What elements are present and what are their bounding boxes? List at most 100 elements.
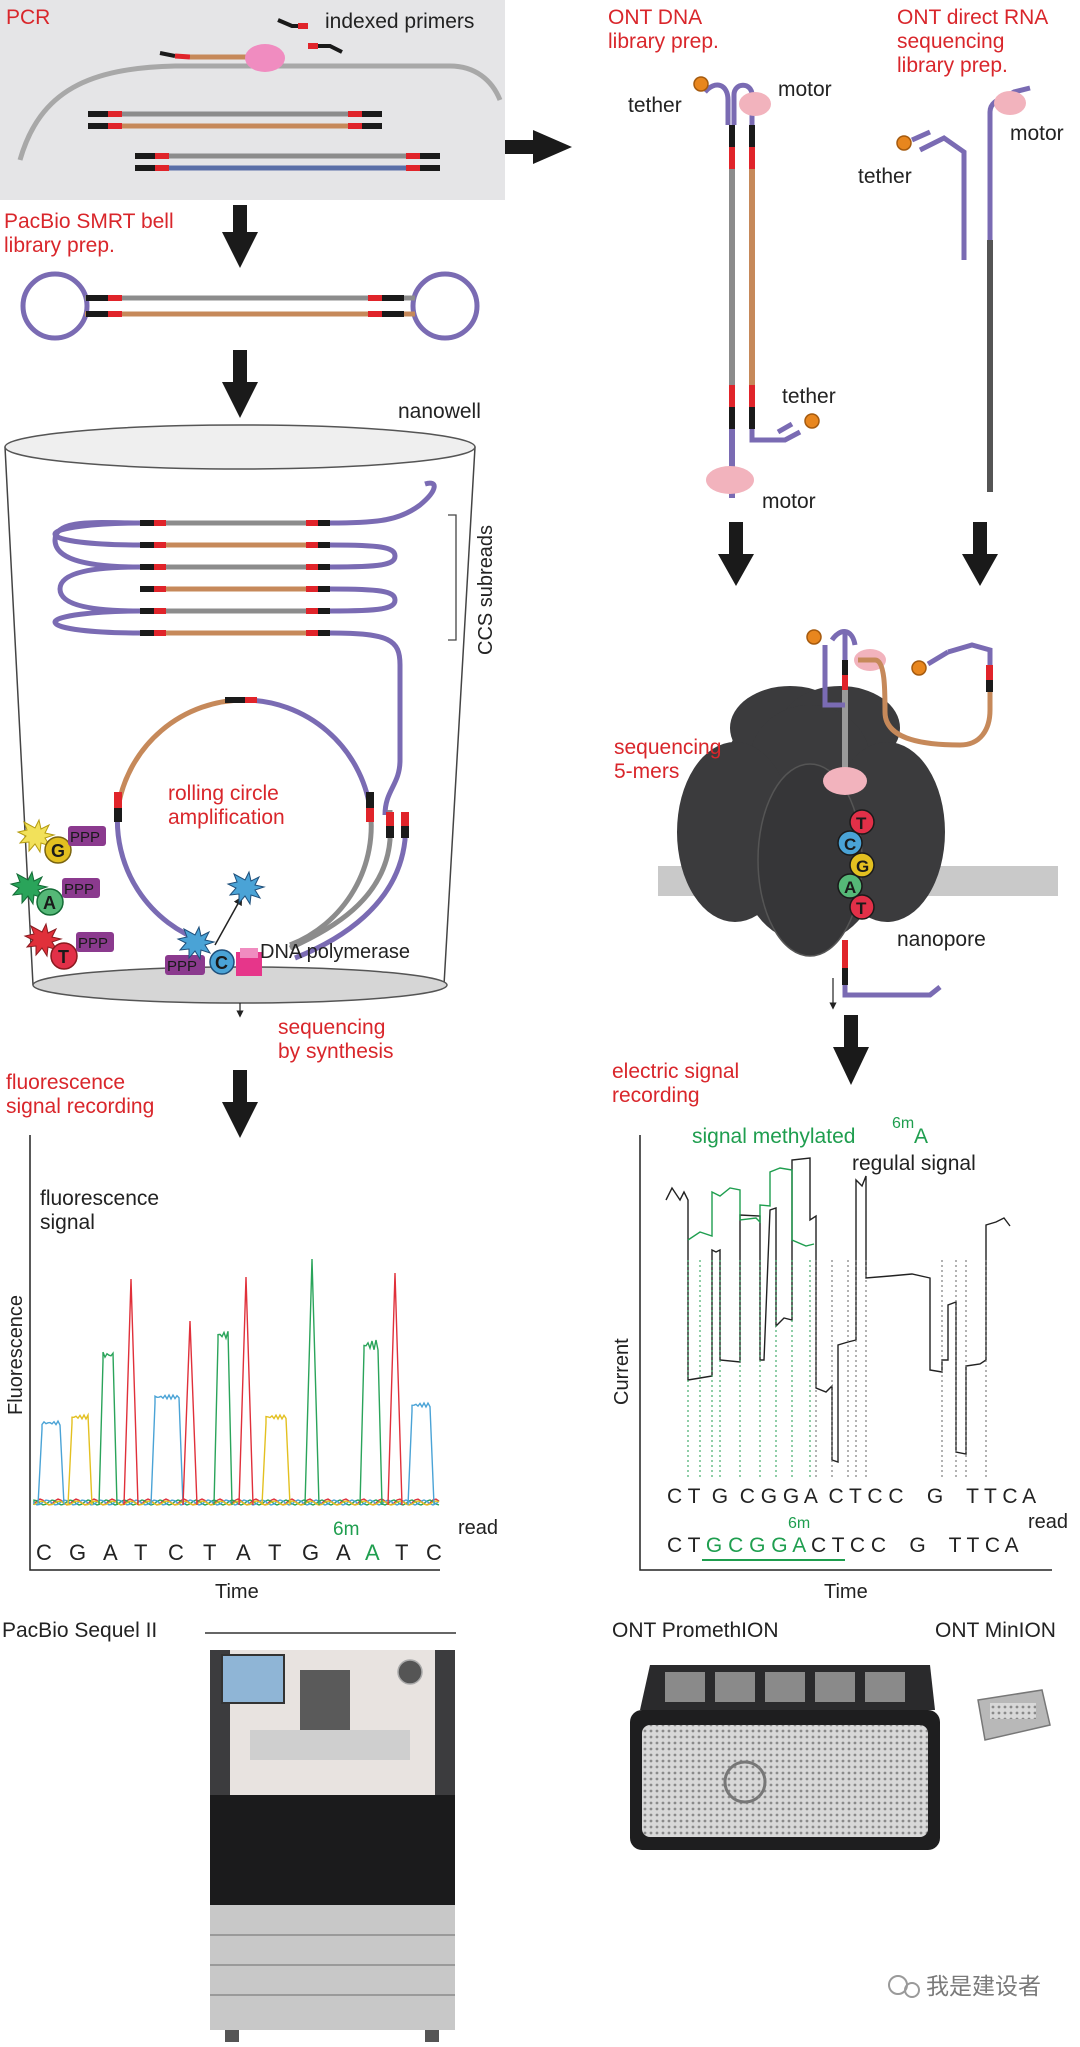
smrtbell-construct: [20, 271, 480, 341]
fluorescence-trace: [387, 1272, 403, 1506]
pcr-title: PCR: [6, 6, 50, 29]
fluor-legend-line1: fluorescence: [40, 1187, 159, 1210]
fluorescence-trace: [304, 1258, 320, 1506]
pcr-template-strand: [17, 63, 503, 161]
ont-dna-prep: ONT DNA library prep. tether motor tethe…: [608, 6, 836, 513]
pore-base-5: T: [856, 899, 867, 918]
arrow-nanopore-down: [833, 1015, 869, 1085]
nanopore-seq-line1: sequencing: [614, 736, 721, 759]
read-base: A: [365, 1540, 380, 1565]
ont-dna-motor-bottom: motor: [762, 490, 816, 513]
svg-text:PPP: PPP: [167, 958, 197, 975]
read-base: A: [236, 1540, 251, 1565]
nucleotide-a-letter: A: [43, 893, 56, 913]
read-base: C: [426, 1540, 442, 1565]
nucleotide-a-tag: PPP: [64, 881, 94, 898]
ccs-subreads-label: CCS subreads: [475, 525, 497, 655]
row2-prefix: C T: [667, 1534, 706, 1557]
pore-base-1: T: [856, 814, 867, 833]
minion-label: ONT MinION: [935, 1619, 1056, 1642]
tether-bead-top: [693, 76, 709, 92]
pore-tether-bead: [806, 629, 822, 645]
tether-bead-bottom: [804, 413, 820, 429]
read-base: T: [268, 1540, 281, 1565]
current-read-row1: C T G C G G A C T C C G T T C A: [667, 1485, 1036, 1508]
row2-suffix: C T C C G T T C A: [805, 1534, 1019, 1557]
current-traces: [665, 1157, 1011, 1478]
fluorescence-trace: [407, 1401, 435, 1506]
nucleotide-g-letter: G: [51, 841, 65, 861]
read-base: A: [103, 1540, 118, 1565]
minion-instrument: [977, 1689, 1051, 1741]
released-dye-star: [226, 870, 266, 906]
current-read-label: read: [1028, 1511, 1068, 1533]
nanowell-label: nanowell: [398, 400, 481, 423]
ont-dna-title-line1: ONT DNA: [608, 6, 702, 29]
ont-rna-tether: tether: [858, 165, 912, 188]
polymerase-blob: [245, 44, 285, 72]
ccs-subreads: [52, 480, 437, 816]
ccs-bracket: [448, 514, 457, 641]
current-plot: electric signal recording signal methyla…: [611, 1060, 1068, 1603]
watermark-text: 我是建设者: [926, 1973, 1041, 1999]
ccs-strand-5: [140, 608, 330, 614]
fluorescence-trace: [123, 1278, 139, 1506]
fluorescence-trace: [359, 1339, 383, 1506]
rolling-circle: rolling circle amplification: [114, 697, 409, 961]
ont-rna-title-line2: sequencing: [897, 30, 1004, 53]
arrow-pcr-down: [222, 205, 258, 268]
nucleotide-g-tag: PPP: [70, 829, 100, 846]
arrow-sbs-down: [222, 1070, 258, 1138]
fluor-read-label: read: [458, 1517, 498, 1539]
pore-base-3: G: [856, 857, 869, 876]
arrow-pcr-to-ont: [505, 130, 572, 164]
ont-rna-title-line1: ONT direct RNA: [897, 6, 1048, 29]
ont-dna-title-line2: library prep.: [608, 30, 719, 53]
rca-label-line1: rolling circle: [168, 782, 279, 805]
fluor-mod-label: 6m: [333, 1519, 359, 1540]
sequel-instrument: [210, 1650, 455, 2042]
nanowell: nanowell: [4, 400, 497, 1063]
read-base: G: [69, 1540, 86, 1565]
ont-dna-tether-top: tether: [628, 94, 682, 117]
polymerase-label: DNA polymerase: [260, 941, 410, 963]
nanopore-label: nanopore: [897, 928, 986, 951]
read-base: T: [395, 1540, 408, 1565]
read-base: A: [336, 1540, 351, 1565]
arrow-ont-dna-down: [718, 522, 754, 586]
rna-tether-bead: [896, 135, 912, 151]
current-header-line1: electric signal: [612, 1060, 739, 1083]
ccs-strand-1: [140, 520, 330, 526]
sbs-label-line1: sequencing: [278, 1016, 385, 1039]
promethion-label: ONT PromethION: [612, 1619, 778, 1642]
ccs-strand-2: [140, 542, 330, 548]
nucleotide-t: T PPP: [23, 922, 114, 970]
fluorescence-trace: [37, 1419, 65, 1506]
pcr-panel: PCR indexed primers: [0, 0, 505, 200]
instruments: PacBio Sequel II ONT PromethION ONT MinI…: [2, 1619, 1056, 2042]
read-base: T: [203, 1540, 216, 1565]
ont-rna-motor: motor: [1010, 122, 1064, 145]
read-base: T: [134, 1540, 147, 1565]
regular-signal-label: regulal signal: [852, 1152, 976, 1175]
motor-top: [739, 92, 771, 116]
methyl-signal-base: A: [914, 1125, 928, 1148]
bound-dye-star: [176, 925, 216, 961]
fluor-axes: [29, 1135, 440, 1571]
ont-dna-motor-top: motor: [778, 78, 832, 101]
polymerase-complex: C PPP DNA polymerase: [165, 870, 410, 976]
read-base: C: [36, 1540, 52, 1565]
watermark: 我是建设者: [888, 1973, 1041, 1999]
nucleotide-t-tag: PPP: [78, 935, 108, 952]
amplicon-2: [135, 153, 440, 171]
nanopore-panel: T C G A T sequencing 5-mers nanopore: [614, 629, 1058, 1010]
fluorescence-trace: [213, 1330, 233, 1506]
fluorescence-trace: [67, 1412, 93, 1506]
pore-bases: T C G A T: [837, 809, 875, 920]
current-header-line2: recording: [612, 1084, 700, 1107]
indexed-primers-label: indexed primers: [325, 10, 474, 33]
pore-motor-reader: [823, 767, 867, 795]
current-axes: [639, 1135, 1052, 1571]
amplicon-1: [88, 111, 382, 129]
